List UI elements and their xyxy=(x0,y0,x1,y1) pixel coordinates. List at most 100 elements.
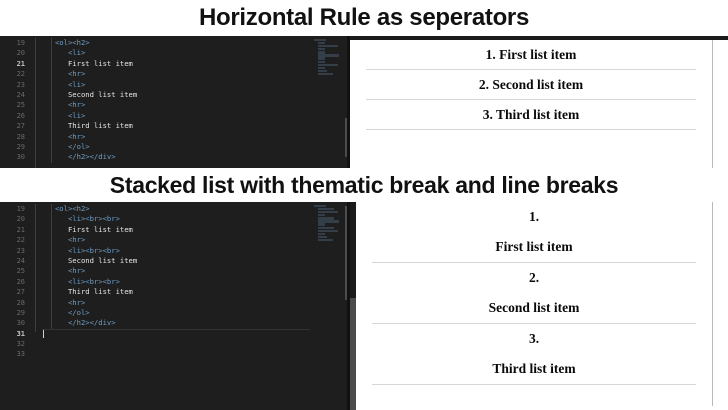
code-line[interactable]: <hr> xyxy=(42,100,310,111)
editor-right-edge xyxy=(347,36,350,168)
editor-right-edge xyxy=(347,202,350,410)
minimap-line xyxy=(318,226,335,229)
indent-guide xyxy=(51,69,52,80)
code-line[interactable]: <hr> xyxy=(42,131,310,142)
minimap-line xyxy=(314,39,326,42)
horizontal-rule xyxy=(366,129,696,130)
indent-guide xyxy=(51,287,52,298)
indent-guide xyxy=(51,235,52,246)
html-tag-token: <hr> xyxy=(67,235,86,245)
list-item-marker: 2. xyxy=(528,270,540,285)
html-tag-token: <hr> xyxy=(67,100,86,110)
minimap-line xyxy=(314,205,326,208)
code-line[interactable]: <hr> xyxy=(42,266,310,277)
code-line[interactable]: <li> xyxy=(42,48,310,59)
minimap-line xyxy=(318,208,335,211)
code-line[interactable]: Third list item xyxy=(42,121,310,132)
code-line[interactable]: <hr> xyxy=(42,297,310,308)
line-number: 33 xyxy=(16,350,25,359)
code-line[interactable]: Second list item xyxy=(42,89,310,101)
minimap-line xyxy=(318,60,326,63)
minimap-line xyxy=(318,238,334,242)
code-line[interactable]: </h2></div> xyxy=(42,152,310,163)
minimap-line xyxy=(318,45,338,48)
code-line[interactable]: <li> xyxy=(42,79,310,90)
code-line[interactable]: Second list item xyxy=(42,255,310,267)
minimap-2[interactable] xyxy=(310,202,350,410)
line-number: 27 xyxy=(16,122,25,131)
code-line[interactable]: <hr> xyxy=(42,69,310,80)
code-line[interactable] xyxy=(42,349,310,359)
list-item-marker: 3. xyxy=(528,331,540,346)
minimap-line xyxy=(318,63,338,66)
indent-guide xyxy=(35,38,36,168)
code-line[interactable]: Third list item xyxy=(42,287,310,298)
html-tag-token: </ol> xyxy=(67,141,90,151)
text-token: Second list item xyxy=(67,89,138,99)
horizontal-rule xyxy=(372,262,696,263)
html-tag-token: <li><br><br> xyxy=(67,245,120,255)
code-line[interactable]: </h2></div> xyxy=(42,318,310,329)
indent-guide xyxy=(51,89,52,101)
list-item-text: First list item xyxy=(495,239,573,254)
indent-guide xyxy=(51,204,52,215)
list-item-text: Third list item xyxy=(492,361,576,376)
indent-guide xyxy=(51,58,52,70)
minimap-line xyxy=(318,66,326,69)
line-number: 21 xyxy=(16,225,25,234)
line-number: 21 xyxy=(16,59,25,68)
code-line[interactable]: </ol> xyxy=(42,141,310,153)
html-tag-token: <hr> xyxy=(67,69,86,79)
indent-guide xyxy=(51,110,52,122)
code-line[interactable]: First list item xyxy=(42,58,310,70)
code-line[interactable]: <ol><h2> xyxy=(42,38,310,49)
indent-guide xyxy=(51,245,52,256)
code-content-1[interactable]: <ol><h2> <li> First list item <hr> <li> … xyxy=(42,36,310,168)
minimap-line xyxy=(318,48,326,51)
indent-guide xyxy=(51,79,52,90)
indent-guide xyxy=(51,318,52,329)
code-line[interactable]: <li><br><br> xyxy=(42,214,310,225)
html-tag-token: <li> xyxy=(67,48,86,58)
line-number: 24 xyxy=(16,90,25,99)
code-line[interactable]: <li> xyxy=(42,110,310,122)
line-number: 29 xyxy=(16,142,25,151)
line-number: 32 xyxy=(16,340,25,349)
list-item-marker: 1. xyxy=(528,209,540,224)
code-caret-line[interactable] xyxy=(42,328,310,339)
html-tag-token: </h2></div> xyxy=(67,152,116,162)
line-number: 24 xyxy=(16,256,25,265)
horizontal-rule xyxy=(372,323,696,324)
line-number: 22 xyxy=(16,70,25,79)
line-number: 25 xyxy=(16,101,25,110)
minimap-line xyxy=(318,51,326,54)
indent-guide xyxy=(51,38,52,49)
code-line[interactable]: <ol><h2> xyxy=(42,204,310,215)
code-line[interactable]: </ol> xyxy=(42,307,310,319)
section-title-horizontal-rule: Horizontal Rule as seperators xyxy=(0,0,728,36)
indent-guide xyxy=(51,131,52,142)
code-line[interactable]: <li><br><br> xyxy=(42,276,310,288)
code-line[interactable]: <li><br><br> xyxy=(42,245,310,256)
code-line[interactable] xyxy=(42,339,310,349)
code-line[interactable]: First list item xyxy=(42,224,310,236)
code-line[interactable]: <hr> xyxy=(42,235,310,246)
indent-guide xyxy=(51,224,52,236)
line-number: 26 xyxy=(16,277,25,286)
line-number: 23 xyxy=(16,80,25,89)
minimap-line xyxy=(318,42,326,45)
line-number: 20 xyxy=(16,49,25,58)
indent-guide xyxy=(51,152,52,163)
line-number: 27 xyxy=(16,288,25,297)
minimap-line xyxy=(318,235,327,238)
minimap-1[interactable] xyxy=(310,36,350,168)
html-tag-token: </ol> xyxy=(67,307,90,317)
line-number: 30 xyxy=(16,153,25,162)
code-content-2[interactable]: <ol><h2> <li><br><br> First list item <h… xyxy=(42,202,310,410)
